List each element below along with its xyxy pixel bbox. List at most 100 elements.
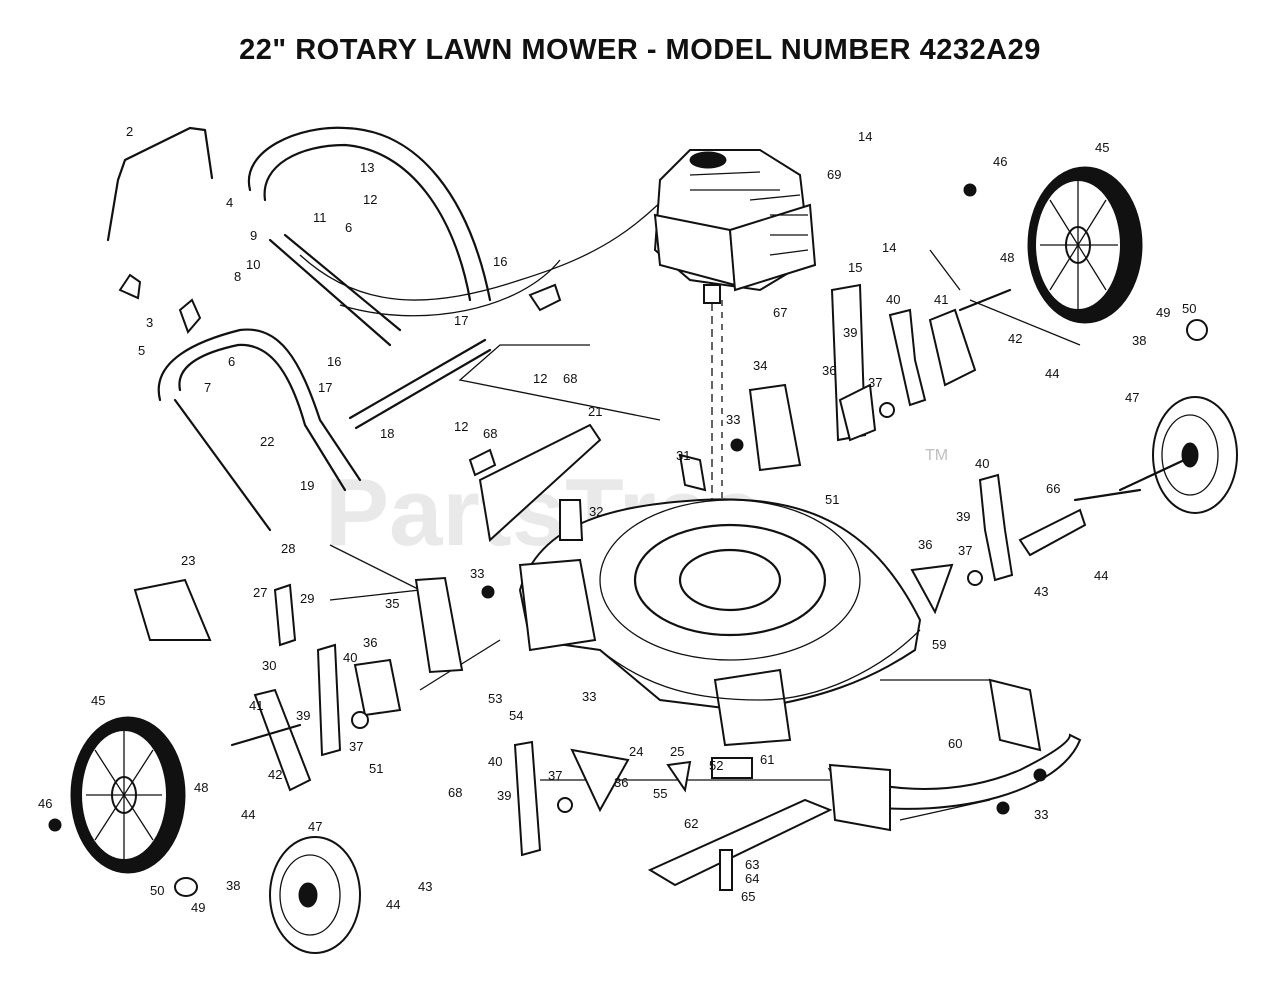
callout: 36 <box>918 537 932 552</box>
callout: 64 <box>745 871 759 886</box>
callout: 51 <box>825 492 839 507</box>
callout: 17 <box>318 380 332 395</box>
callout: 51 <box>369 761 383 776</box>
callout: 17 <box>454 313 468 328</box>
callout: 33 <box>470 566 484 581</box>
callout: 42 <box>268 767 282 782</box>
callout: 13 <box>360 160 374 175</box>
callout: 63 <box>745 857 759 872</box>
callout-labels: 2 4 13 11 12 6 9 10 8 3 5 6 7 22 17 16 1… <box>38 124 1196 915</box>
callout: 44 <box>1094 568 1108 583</box>
callout: 40 <box>343 650 357 665</box>
callout: 45 <box>1095 140 1109 155</box>
callout: 39 <box>497 788 511 803</box>
callout: 18 <box>380 426 394 441</box>
callout: 11 <box>313 210 327 225</box>
callout: 47 <box>308 819 322 834</box>
callout: 43 <box>418 879 432 894</box>
callout: 46 <box>38 796 52 811</box>
callout: 66 <box>1046 481 1060 496</box>
callout: 53 <box>488 691 502 706</box>
callout: 3 <box>146 315 153 330</box>
callout: 12 <box>363 192 377 207</box>
parts-drawing <box>48 126 1238 954</box>
callout: 45 <box>91 693 105 708</box>
callout: 40 <box>488 754 502 769</box>
callout: 37 <box>349 739 363 754</box>
callout: 40 <box>886 292 900 307</box>
callout: 41 <box>249 698 263 713</box>
part-bail-wire <box>106 126 214 242</box>
callout: 65 <box>741 889 755 904</box>
callout: 54 <box>509 708 523 723</box>
callout: 36 <box>363 635 377 650</box>
callout: 33 <box>582 689 596 704</box>
callout: 9 <box>250 228 257 243</box>
part-rear-shield <box>827 733 1082 810</box>
callout: 49 <box>191 900 205 915</box>
part-baffle <box>478 423 602 542</box>
callout: 33 <box>726 412 740 427</box>
callout: 36 <box>822 363 836 378</box>
callout: 25 <box>670 744 684 759</box>
callout: 68 <box>448 785 462 800</box>
callout: 39 <box>956 509 970 524</box>
callout: 2 <box>126 124 133 139</box>
callout: 62 <box>684 816 698 831</box>
callout: 10 <box>246 257 260 272</box>
callout: 39 <box>843 325 857 340</box>
callout: 7 <box>204 380 211 395</box>
callout: 44 <box>1045 366 1059 381</box>
callout: 5 <box>138 343 145 358</box>
callout: 16 <box>327 354 341 369</box>
callout: 39 <box>296 708 310 723</box>
part-front-wheel-left <box>269 836 361 954</box>
callout: 33 <box>1034 807 1048 822</box>
callout: 44 <box>241 807 255 822</box>
callout: 59 <box>932 637 946 652</box>
part-engine <box>653 149 817 304</box>
callout: 47 <box>1125 390 1139 405</box>
part-rear-wheel-right <box>1027 166 1143 324</box>
callout: 69 <box>827 167 841 182</box>
diagram-title: 22" ROTARY LAWN MOWER - MODEL NUMBER 423… <box>239 34 1041 66</box>
callout: 37 <box>868 375 882 390</box>
callout: 19 <box>300 478 314 493</box>
callout: 27 <box>253 585 267 600</box>
callout: 34 <box>753 358 767 373</box>
callout: 30 <box>262 658 276 673</box>
callout: 44 <box>386 897 400 912</box>
callout: 37 <box>548 768 562 783</box>
callout: 41 <box>934 292 948 307</box>
part-upper-handle <box>247 126 492 347</box>
callout: 46 <box>993 154 1007 169</box>
callout: 60 <box>948 736 962 751</box>
callout: 14 <box>882 240 896 255</box>
callout: 12 <box>454 419 468 434</box>
callout: 52 <box>709 758 723 773</box>
callout: 55 <box>653 786 667 801</box>
part-mower-deck <box>518 498 922 747</box>
callout: 28 <box>281 541 295 556</box>
callout: 42 <box>1008 331 1022 346</box>
callout: 6 <box>345 220 352 235</box>
callout: 38 <box>1132 333 1146 348</box>
callout: 6 <box>228 354 235 369</box>
callout: 21 <box>588 404 602 419</box>
callout: 16 <box>493 254 507 269</box>
callout: 24 <box>629 744 643 759</box>
part-rear-wheel-left <box>70 716 186 874</box>
callout: 67 <box>773 305 787 320</box>
callout: 61 <box>760 752 774 767</box>
callout: 23 <box>181 553 195 568</box>
callout: 8 <box>234 269 241 284</box>
part-blade <box>647 798 833 887</box>
callout: 31 <box>676 448 690 463</box>
callout: 32 <box>589 504 603 519</box>
callout: 38 <box>226 878 240 893</box>
watermark-trademark: TM <box>925 447 948 464</box>
callout: 50 <box>1182 301 1196 316</box>
callout: 35 <box>385 596 399 611</box>
callout: 12 <box>533 371 547 386</box>
callout: 15 <box>848 260 862 275</box>
